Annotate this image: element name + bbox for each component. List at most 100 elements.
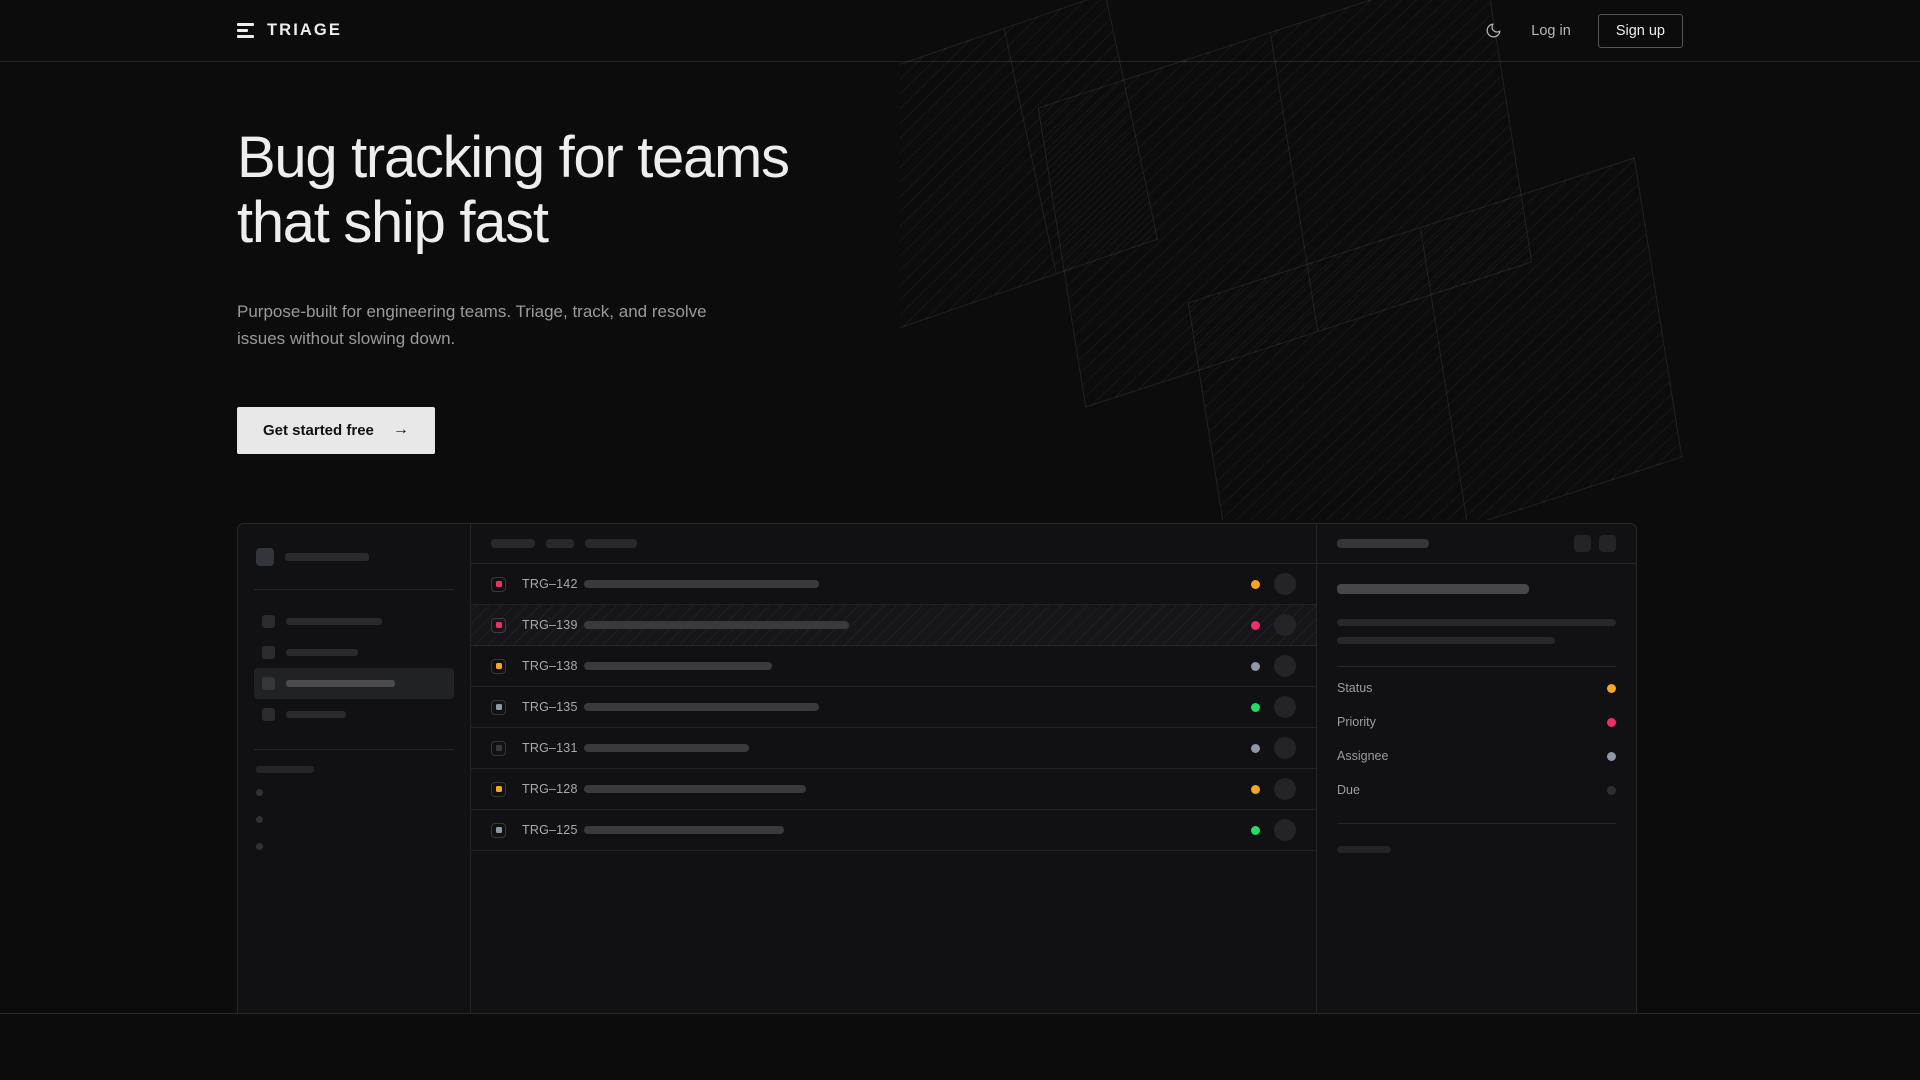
issue-title-placeholder — [584, 785, 806, 793]
meta-row-status[interactable]: Status — [1337, 671, 1616, 705]
toolbar-chip-2[interactable] — [546, 539, 574, 548]
status-badge[interactable] — [1251, 784, 1260, 794]
sidebar-section-label — [256, 766, 314, 773]
row-meta — [1251, 696, 1296, 718]
meta-value-dot — [1607, 785, 1616, 795]
detail-header — [1317, 524, 1636, 564]
meta-row-priority[interactable]: Priority — [1337, 705, 1616, 739]
detail-action-1-button[interactable] — [1574, 535, 1591, 552]
signup-button[interactable]: Sign up — [1597, 13, 1683, 48]
section-divider — [0, 1013, 1920, 1014]
detail-header-actions — [1574, 535, 1616, 552]
priority-icon[interactable] — [491, 740, 506, 756]
avatar[interactable] — [1274, 778, 1296, 800]
cta-label: Get started free — [263, 421, 374, 439]
detail-activity-label — [1337, 846, 1391, 853]
meta-label: Priority — [1337, 715, 1376, 729]
sidebar-mini-item-3[interactable] — [254, 833, 454, 860]
row-meta — [1251, 614, 1296, 636]
sidebar-item-3[interactable] — [254, 668, 454, 699]
table-row[interactable]: TRG–128 — [471, 769, 1316, 810]
sidebar-item-label-placeholder — [286, 618, 382, 625]
login-link[interactable]: Log in — [1531, 22, 1571, 39]
status-badge[interactable] — [1251, 579, 1260, 589]
issue-title-placeholder — [584, 621, 849, 629]
sidebar-mini-item-2[interactable] — [254, 806, 454, 833]
issue-id: TRG–135 — [522, 700, 578, 714]
sidebar-item-label-placeholder — [286, 680, 395, 687]
toolbar-chip-1[interactable] — [491, 539, 535, 548]
site-header: TRIAGE Log in Sign up — [0, 0, 1920, 62]
sidebar-nav — [254, 606, 454, 730]
workspace-avatar — [256, 548, 274, 566]
priority-icon[interactable] — [491, 781, 506, 797]
get-started-button[interactable]: Get started free → — [237, 406, 435, 454]
priority-icon[interactable] — [491, 576, 506, 592]
status-badge[interactable] — [1251, 825, 1260, 835]
hero-section: Bug tracking for teams that ship fast Pu… — [237, 62, 1137, 454]
status-badge[interactable] — [1251, 620, 1260, 630]
decorative-panel-3 — [1187, 157, 1683, 520]
sidebar-item-1[interactable] — [254, 606, 454, 637]
row-meta — [1251, 573, 1296, 595]
meta-row-due[interactable]: Due — [1337, 773, 1616, 807]
headline-line-2: that ship fast — [237, 189, 549, 255]
list-toolbar — [471, 524, 1316, 564]
priority-icon[interactable] — [491, 658, 506, 674]
row-meta — [1251, 655, 1296, 677]
detail-divider — [1337, 666, 1616, 667]
priority-icon[interactable] — [491, 822, 506, 838]
avatar[interactable] — [1274, 696, 1296, 718]
table-row[interactable]: TRG–138 — [471, 646, 1316, 687]
sidebar-item-4[interactable] — [254, 699, 454, 730]
status-badge[interactable] — [1251, 743, 1260, 753]
avatar[interactable] — [1274, 614, 1296, 636]
bullet-icon — [256, 789, 263, 796]
row-meta — [1251, 737, 1296, 759]
table-row[interactable]: TRG–125 — [471, 810, 1316, 851]
sidebar-mini-item-1[interactable] — [254, 779, 454, 806]
sidebar-item-icon — [262, 677, 275, 690]
page-title: Bug tracking for teams that ship fast — [237, 125, 877, 256]
avatar[interactable] — [1274, 737, 1296, 759]
detail-activity-list — [1337, 853, 1616, 893]
issue-id: TRG–125 — [522, 823, 578, 837]
meta-label: Assignee — [1337, 749, 1389, 763]
detail-action-2-button[interactable] — [1599, 535, 1616, 552]
meta-label: Due — [1337, 783, 1360, 797]
workspace-switcher[interactable] — [254, 544, 454, 570]
avatar[interactable] — [1274, 819, 1296, 841]
meta-value-dot — [1607, 683, 1616, 693]
sidebar-item-2[interactable] — [254, 637, 454, 668]
status-badge[interactable] — [1251, 702, 1260, 712]
priority-icon[interactable] — [491, 617, 506, 633]
brand-logo[interactable]: TRIAGE — [237, 21, 342, 40]
table-row[interactable]: TRG–131 — [471, 728, 1316, 769]
table-row[interactable]: TRG–142 — [471, 564, 1316, 605]
avatar[interactable] — [1274, 573, 1296, 595]
priority-icon[interactable] — [491, 699, 506, 715]
status-badge[interactable] — [1251, 661, 1260, 671]
meta-label: Status — [1337, 681, 1373, 695]
meta-row-assignee[interactable]: Assignee — [1337, 739, 1616, 773]
sidebar-item-icon — [262, 615, 275, 628]
preview-sidebar — [238, 524, 471, 1013]
moon-icon[interactable] — [1482, 20, 1504, 42]
header-nav: Log in Sign up — [1482, 13, 1683, 48]
row-meta — [1251, 778, 1296, 800]
avatar[interactable] — [1274, 655, 1296, 677]
toolbar-chip-3[interactable] — [585, 539, 637, 548]
activity-item-1 — [1337, 853, 1616, 873]
issue-title-placeholder — [584, 744, 749, 752]
detail-title-placeholder — [1337, 584, 1529, 594]
detail-description-line-1 — [1337, 619, 1616, 626]
issue-title-placeholder — [584, 662, 772, 670]
table-row[interactable]: TRG–139 — [471, 605, 1316, 646]
table-row[interactable]: TRG–135 — [471, 687, 1316, 728]
